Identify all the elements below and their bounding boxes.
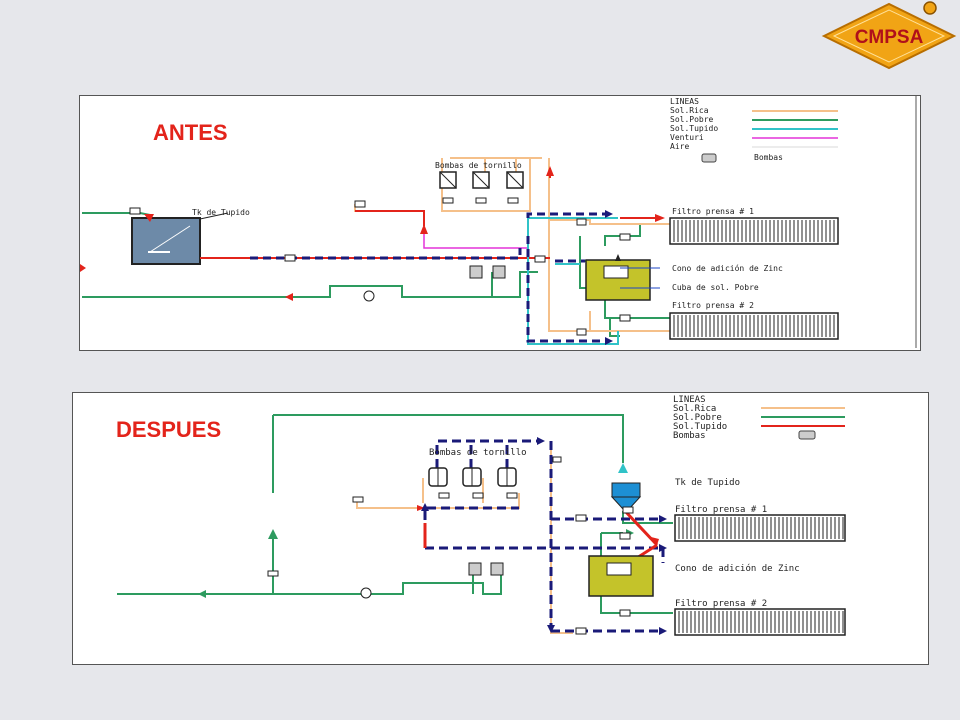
diagram-despues: LINEAS Sol.Rica Sol.Pobre Sol.Tupido Bom… [72,392,929,665]
despues-filter1-label: Filtro prensa # 1 [675,505,767,515]
antes-legend-title: LINEAS [670,97,699,106]
filter-press-1-antes [669,217,839,245]
legend-sol-rica: Sol.Rica [670,106,709,115]
antes-schematic: LINEAS Sol.Rica Sol.Pobre Sol.Tupido Ven… [80,96,917,348]
tank-label: Tk de Tupido [192,208,250,217]
tk-tupido-despues [610,482,642,510]
legend-venturi: Venturi [670,133,704,142]
despues-legend-sol-pobre: Sol.Pobre [673,413,722,423]
despues-legend-sol-rica: Sol.Rica [673,404,716,414]
legend-aire: Aire [670,142,689,151]
despues-filter2-label: Filtro prensa # 2 [675,599,767,609]
antes-cuba-label: Cuba de sol. Pobre [672,283,759,292]
antes-filter2-label: Filtro prensa # 2 [672,301,754,310]
despues-tank-label: Tk de Tupido [675,478,740,488]
antes-legend: LINEAS Sol.Rica Sol.Pobre Sol.Tupido Ven… [670,97,838,163]
antes-title: ANTES [153,120,228,145]
despues-legend-bombas: Bombas [673,431,706,441]
despues-legend: LINEAS Sol.Rica Sol.Pobre Sol.Tupido Bom… [673,395,845,441]
antes-cone-label: Cono de adición de Zinc [672,263,783,273]
cmpsa-logo: CMPSA [821,1,957,70]
pump-group-despues [428,467,517,487]
cono-adicion-despues [588,555,654,597]
antes-pumps-label: Bombas de tornillo [435,161,522,170]
despues-legend-title: LINEAS [673,395,706,405]
legend-bombas: Bombas [754,153,783,162]
legend-sol-tupido: Sol.Tupido [670,124,718,133]
filter-press-2-despues [674,608,846,636]
tk-tupido [131,217,201,265]
despues-pumps-label: Bombas de tornillo [429,448,527,458]
antes-filter1-label: Filtro prensa # 1 [672,207,754,216]
despues-title: DESPUES [116,417,222,442]
diagram-antes: LINEAS Sol.Rica Sol.Pobre Sol.Tupido Ven… [79,95,921,351]
pump-group-antes [439,171,524,189]
legend-sol-pobre: Sol.Pobre [670,115,714,124]
filter-press-1-despues [674,514,846,542]
cono-adicion-antes [585,254,651,301]
despues-cone-label: Cono de adición de Zinc [675,563,800,574]
logo-text: CMPSA [855,27,924,48]
despues-schematic: LINEAS Sol.Rica Sol.Pobre Sol.Tupido Bom… [117,395,846,636]
filter-press-2-antes [669,312,839,340]
despues-legend-sol-tupido: Sol.Tupido [673,422,727,432]
